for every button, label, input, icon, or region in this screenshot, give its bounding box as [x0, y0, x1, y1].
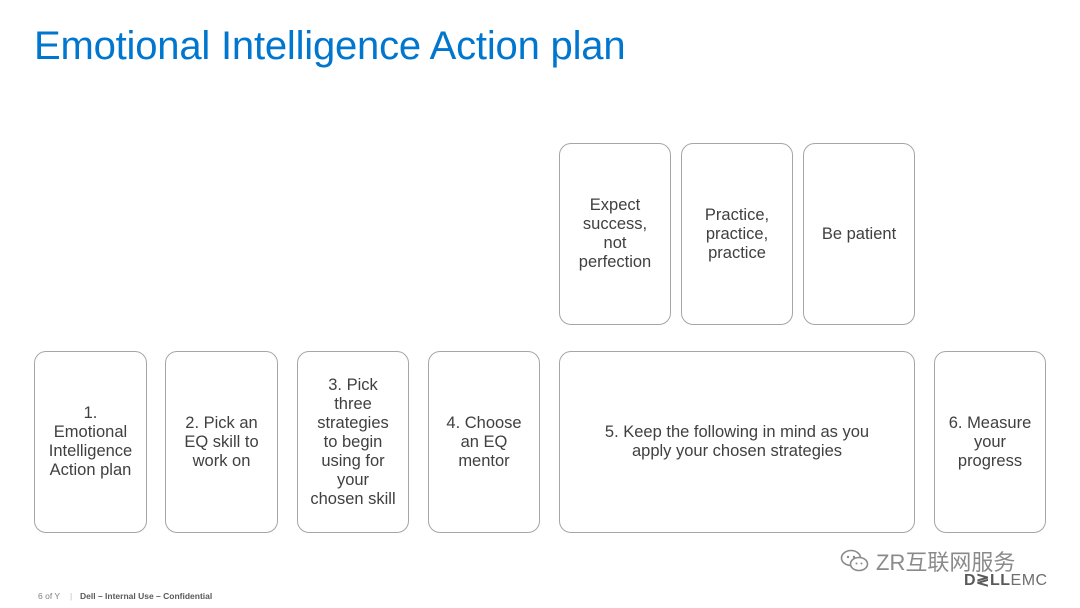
- watermark: ZR互联网服务: [840, 545, 1015, 577]
- dell-emc-logo: D≷LLEMC: [964, 570, 1048, 590]
- slide-title: Emotional Intelligence Action plan: [34, 24, 626, 68]
- step-box-5: 5. Keep the following in mind as you app…: [559, 351, 915, 533]
- logo-dell: D≷LL: [964, 572, 1011, 589]
- step-box-4: 4. Choose an EQ mentor: [428, 351, 540, 533]
- step-box-2: 2. Pick an EQ skill to work on: [165, 351, 278, 533]
- footer-classification: Dell – Internal Use – Confidential: [80, 591, 213, 601]
- step-box-3: 3. Pick three strategies to begin using …: [297, 351, 409, 533]
- step-box-1: 1. Emotional Intelligence Action plan: [34, 351, 147, 533]
- tip-box-be-patient: Be patient: [803, 143, 915, 325]
- footer-separator: |: [70, 591, 73, 601]
- step-box-6: 6. Measure your progress: [934, 351, 1046, 533]
- wechat-icon: [840, 549, 869, 572]
- tip-box-practice: Practice, practice, practice: [681, 143, 793, 325]
- page-number: 6 of Y: [38, 591, 61, 601]
- tip-box-expect-success: Expect success, not perfection: [559, 143, 671, 325]
- logo-emc: EMC: [1010, 572, 1048, 589]
- watermark-text: ZR互联网服务: [876, 550, 1016, 575]
